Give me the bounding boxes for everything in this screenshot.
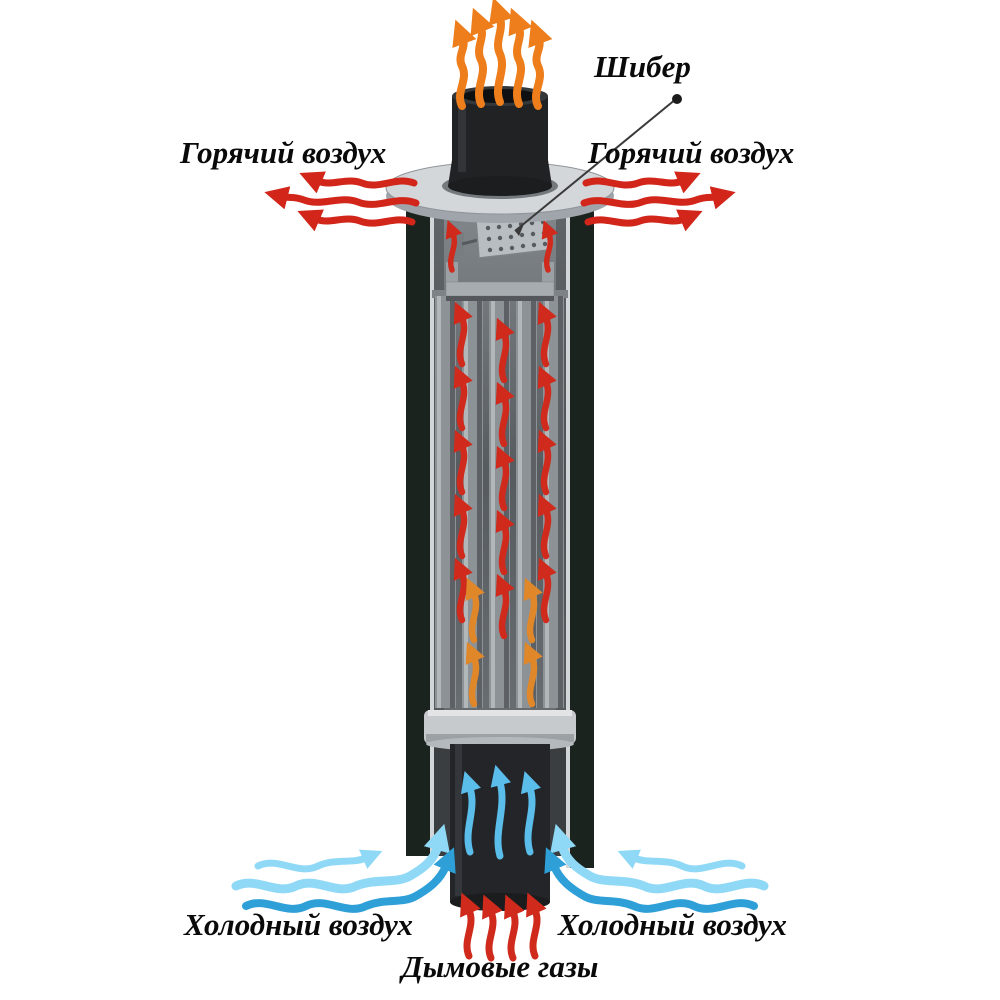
- cold-air-intake-arrows: [460, 764, 541, 860]
- damper-plate-holes: [485, 219, 548, 253]
- flame-arrows: [452, 0, 553, 110]
- pointer-dot: [672, 94, 682, 104]
- flue-gas-arrows: [460, 892, 547, 962]
- damper-pointer-line: [514, 94, 682, 236]
- cold-air-arrows-left: [231, 823, 456, 913]
- hot-air-arrows-right: [580, 171, 736, 232]
- warm-air-arrows: [465, 577, 543, 708]
- hot-air-arrows-left: [264, 171, 420, 232]
- cold-air-label-left: Холодный воздух: [184, 907, 413, 942]
- hot-air-label-right: Горячий воздух: [588, 135, 795, 170]
- hot-air-label-left: Горячий воздух: [180, 135, 387, 170]
- flue-gases-label: Дымовые газы: [401, 949, 599, 984]
- damper-label: Шибер: [594, 49, 691, 84]
- rising-hot-air-arrows: [445, 220, 559, 640]
- casing-left-wall: [406, 200, 430, 856]
- casing-right-wall: [570, 200, 594, 868]
- damper-assembly: [445, 211, 555, 301]
- cold-air-label-right: Холодный воздух: [558, 907, 787, 942]
- chimney-top-pipe: [448, 86, 552, 196]
- cold-air-arrows-right: [544, 823, 769, 913]
